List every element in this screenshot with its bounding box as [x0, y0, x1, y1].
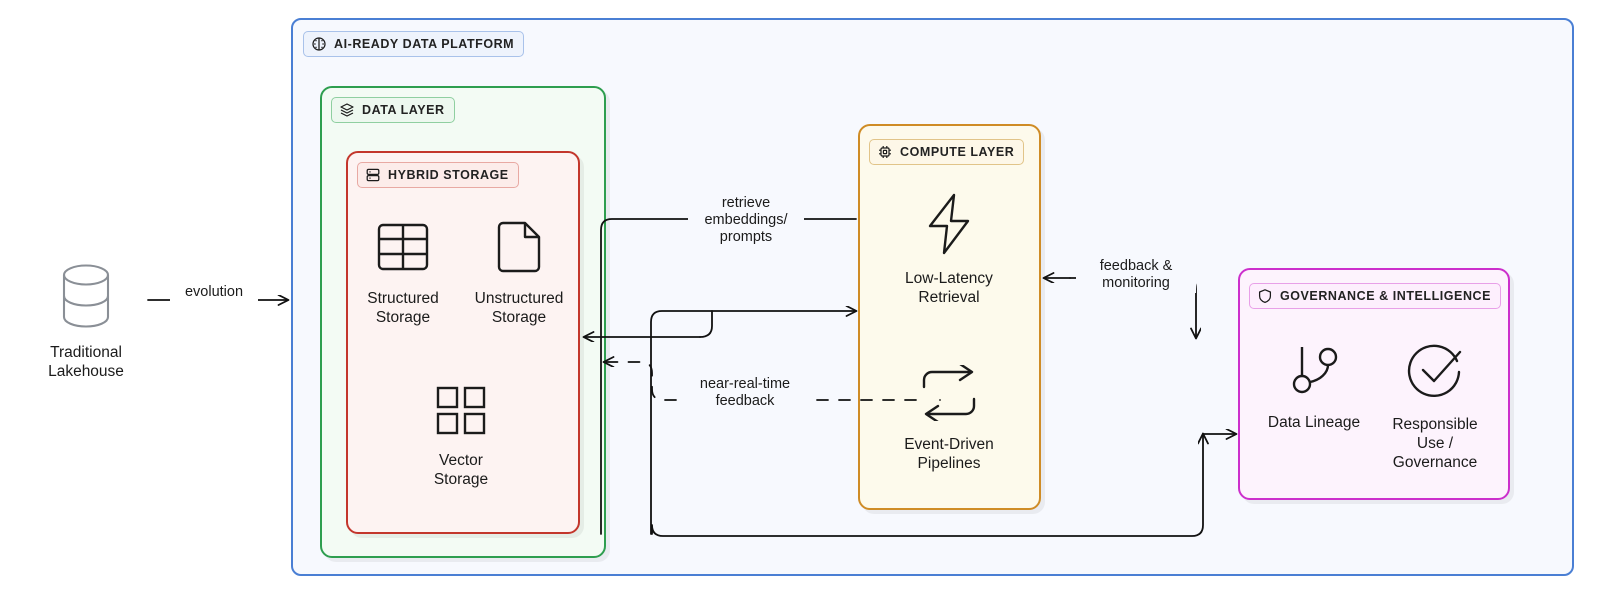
- four-squares-icon: [433, 385, 489, 443]
- refresh-cycle-icon: [918, 362, 980, 427]
- node-traditional-lakehouse: Traditional Lakehouse: [32, 263, 140, 382]
- node-label: Low-Latency Retrieval: [905, 269, 993, 306]
- node-label: Traditional Lakehouse: [48, 343, 124, 380]
- node-structured-storage: Structured Storage: [355, 219, 451, 328]
- edge-nearreal-dash-left: [604, 362, 677, 401]
- server-stack-icon: [365, 167, 381, 183]
- brain-icon: [311, 36, 327, 52]
- hybrid-storage-badge-label: HYBRID STORAGE: [388, 167, 509, 182]
- node-vector-storage: Vector Storage: [405, 385, 517, 490]
- edge-label-evolution: evolution: [170, 283, 258, 303]
- check-circle-icon: [1405, 341, 1465, 407]
- edge-label-retrieve: retrieve embeddings/ prompts: [688, 194, 804, 248]
- node-label: Vector Storage: [433, 451, 489, 488]
- shield-icon: [1257, 288, 1273, 304]
- node-label: Data Lineage: [1267, 413, 1361, 431]
- edge-compute-to-storage: [650, 311, 856, 535]
- lineage-graph-icon: [1284, 341, 1344, 405]
- table-grid-icon: [375, 219, 431, 281]
- cpu-chip-icon: [877, 144, 893, 160]
- node-label: Unstructured Storage: [474, 289, 564, 326]
- platform-badge-label: AI-READY DATA PLATFORM: [334, 36, 515, 51]
- node-data-lineage: Data Lineage: [1258, 341, 1370, 433]
- node-event-driven-pipelines: Event-Driven Pipelines: [884, 362, 1014, 474]
- node-label: Event-Driven Pipelines: [904, 435, 994, 472]
- edge-retrieval-return-join: [699, 310, 713, 338]
- edge-label-near-real-time: near-real-time feedback: [679, 375, 811, 412]
- lightning-bolt-icon: [923, 193, 975, 261]
- data-layer-badge-label: DATA LAYER: [362, 102, 445, 117]
- node-responsible-use-governance: Responsible Use / Governance: [1376, 341, 1494, 473]
- platform-badge: AI-READY DATA PLATFORM: [303, 31, 525, 57]
- node-low-latency-retrieval: Low-Latency Retrieval: [884, 193, 1014, 308]
- hybrid-storage-container: [346, 151, 580, 534]
- compute-layer-container: [858, 124, 1041, 510]
- node-label: Structured Storage: [367, 289, 439, 326]
- edge-storage-to-governance: [651, 434, 1203, 537]
- governance-badge-label: GOVERNANCE & INTELLIGENCE: [1280, 288, 1491, 303]
- database-cylinder-icon: [57, 263, 115, 335]
- compute-layer-badge: COMPUTE LAYER: [869, 139, 1025, 165]
- edge-label-feedback: feedback & monitoring: [1076, 257, 1196, 294]
- governance-badge: GOVERNANCE & INTELLIGENCE: [1249, 283, 1501, 309]
- edge-retrieve-embeddings: [600, 218, 857, 535]
- node-label: Responsible Use / Governance: [1392, 415, 1478, 471]
- compute-layer-badge-label: COMPUTE LAYER: [900, 144, 1015, 159]
- hybrid-storage-badge: HYBRID STORAGE: [357, 162, 519, 188]
- data-layer-badge: DATA LAYER: [331, 97, 455, 123]
- document-file-icon: [491, 219, 547, 281]
- node-unstructured-storage: Unstructured Storage: [463, 219, 575, 328]
- layers-icon: [339, 102, 355, 118]
